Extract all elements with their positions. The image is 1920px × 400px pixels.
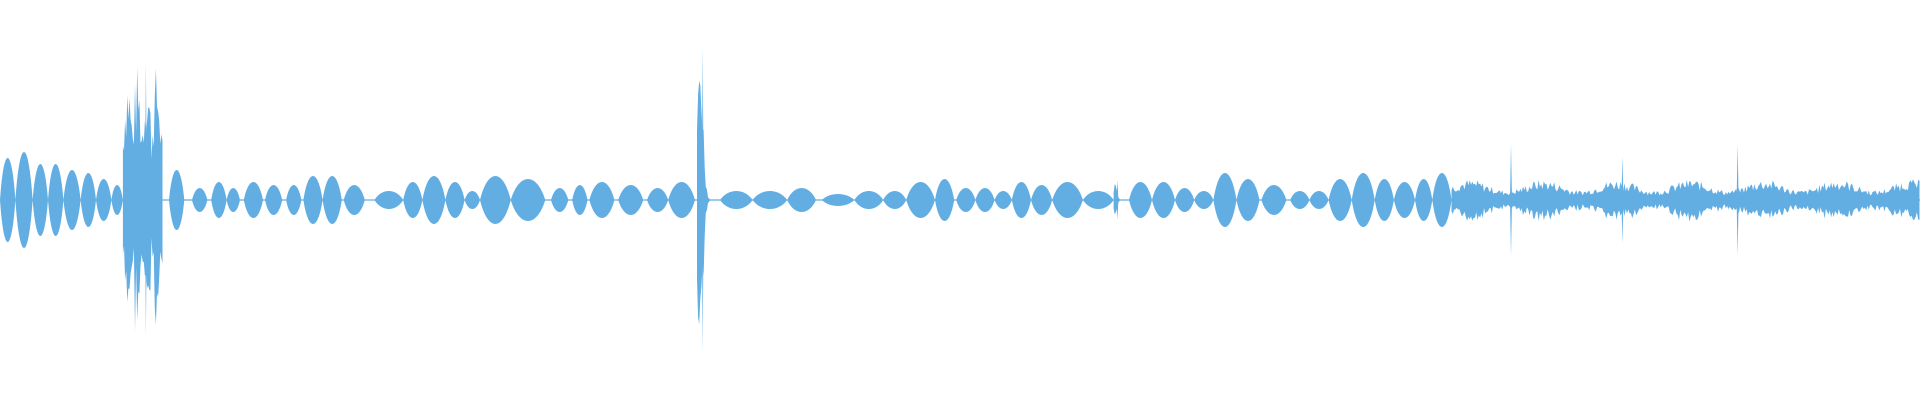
waveform-blob [1213, 173, 1237, 227]
waveform-blob [343, 185, 365, 215]
waveform-blob [1031, 185, 1053, 215]
waveform-blob [572, 185, 588, 215]
waveform-blob [1194, 191, 1214, 209]
waveform-blob [0, 158, 16, 242]
waveform-blob [1082, 191, 1114, 209]
waveform-blob [1290, 191, 1310, 209]
waveform-blob [80, 173, 96, 227]
waveform-burst [122, 67, 163, 332]
waveform-blob [403, 182, 423, 218]
waveform-blob [1393, 182, 1415, 218]
waveform-peak [144, 64, 147, 336]
waveform-blob [286, 185, 302, 215]
waveform-blob [192, 188, 208, 212]
waveform-shapes [0, 48, 1920, 352]
waveform-blob [1236, 179, 1260, 221]
waveform-blob [589, 182, 615, 218]
waveform-burst [1451, 179, 1920, 222]
waveform-blob [668, 182, 695, 218]
waveform-blob [445, 182, 465, 218]
waveform-blob [1129, 182, 1152, 218]
waveform-blob [906, 182, 935, 218]
waveform-blob [322, 176, 342, 224]
waveform-blob [1261, 185, 1287, 215]
waveform-blob [243, 182, 263, 218]
waveform-blob [169, 170, 185, 230]
waveform-blob [1351, 173, 1375, 227]
waveform-blob [265, 185, 283, 215]
waveform-blob [111, 185, 123, 215]
waveform-blob [1432, 173, 1452, 227]
waveform-blob [975, 188, 995, 212]
waveform-blob [510, 179, 546, 221]
waveform-blob [374, 191, 404, 209]
waveform-blob [720, 191, 753, 209]
waveform-blob [854, 191, 884, 209]
waveform-peak [1621, 156, 1624, 244]
waveform-blob [63, 170, 81, 230]
waveform-blob [821, 194, 855, 206]
waveform-blob [1415, 179, 1433, 221]
waveform-blob [464, 191, 480, 209]
waveform-blob [422, 176, 446, 224]
waveform-blob [994, 191, 1012, 209]
waveform-blob [1328, 179, 1352, 221]
waveform-blob [15, 152, 33, 248]
waveform-blob [647, 188, 669, 212]
waveform-blob [551, 188, 569, 212]
waveform-blob [883, 191, 907, 209]
waveform-blob [32, 164, 48, 236]
waveform-blob [226, 188, 240, 212]
waveform-blob [211, 182, 227, 218]
waveform-blob [1374, 179, 1394, 221]
waveform-blob [752, 191, 788, 209]
waveform-blob [1152, 182, 1175, 218]
waveform-blob [303, 176, 323, 224]
waveform-peak [1736, 144, 1739, 256]
waveform-blob [48, 164, 64, 236]
waveform-blob [96, 179, 112, 221]
waveform-peak [701, 48, 704, 352]
waveform-peak [1510, 144, 1512, 256]
waveform-blob [956, 188, 976, 212]
waveform-blob [787, 188, 816, 212]
waveform-blob [480, 176, 511, 224]
waveform-blob [1052, 182, 1083, 218]
waveform-blob [1011, 182, 1031, 218]
waveform-blob [935, 179, 955, 221]
waveform-blob [618, 185, 644, 215]
waveform-peak [1116, 180, 1119, 220]
waveform-blob [1309, 191, 1329, 209]
waveform-blob [1175, 188, 1195, 212]
